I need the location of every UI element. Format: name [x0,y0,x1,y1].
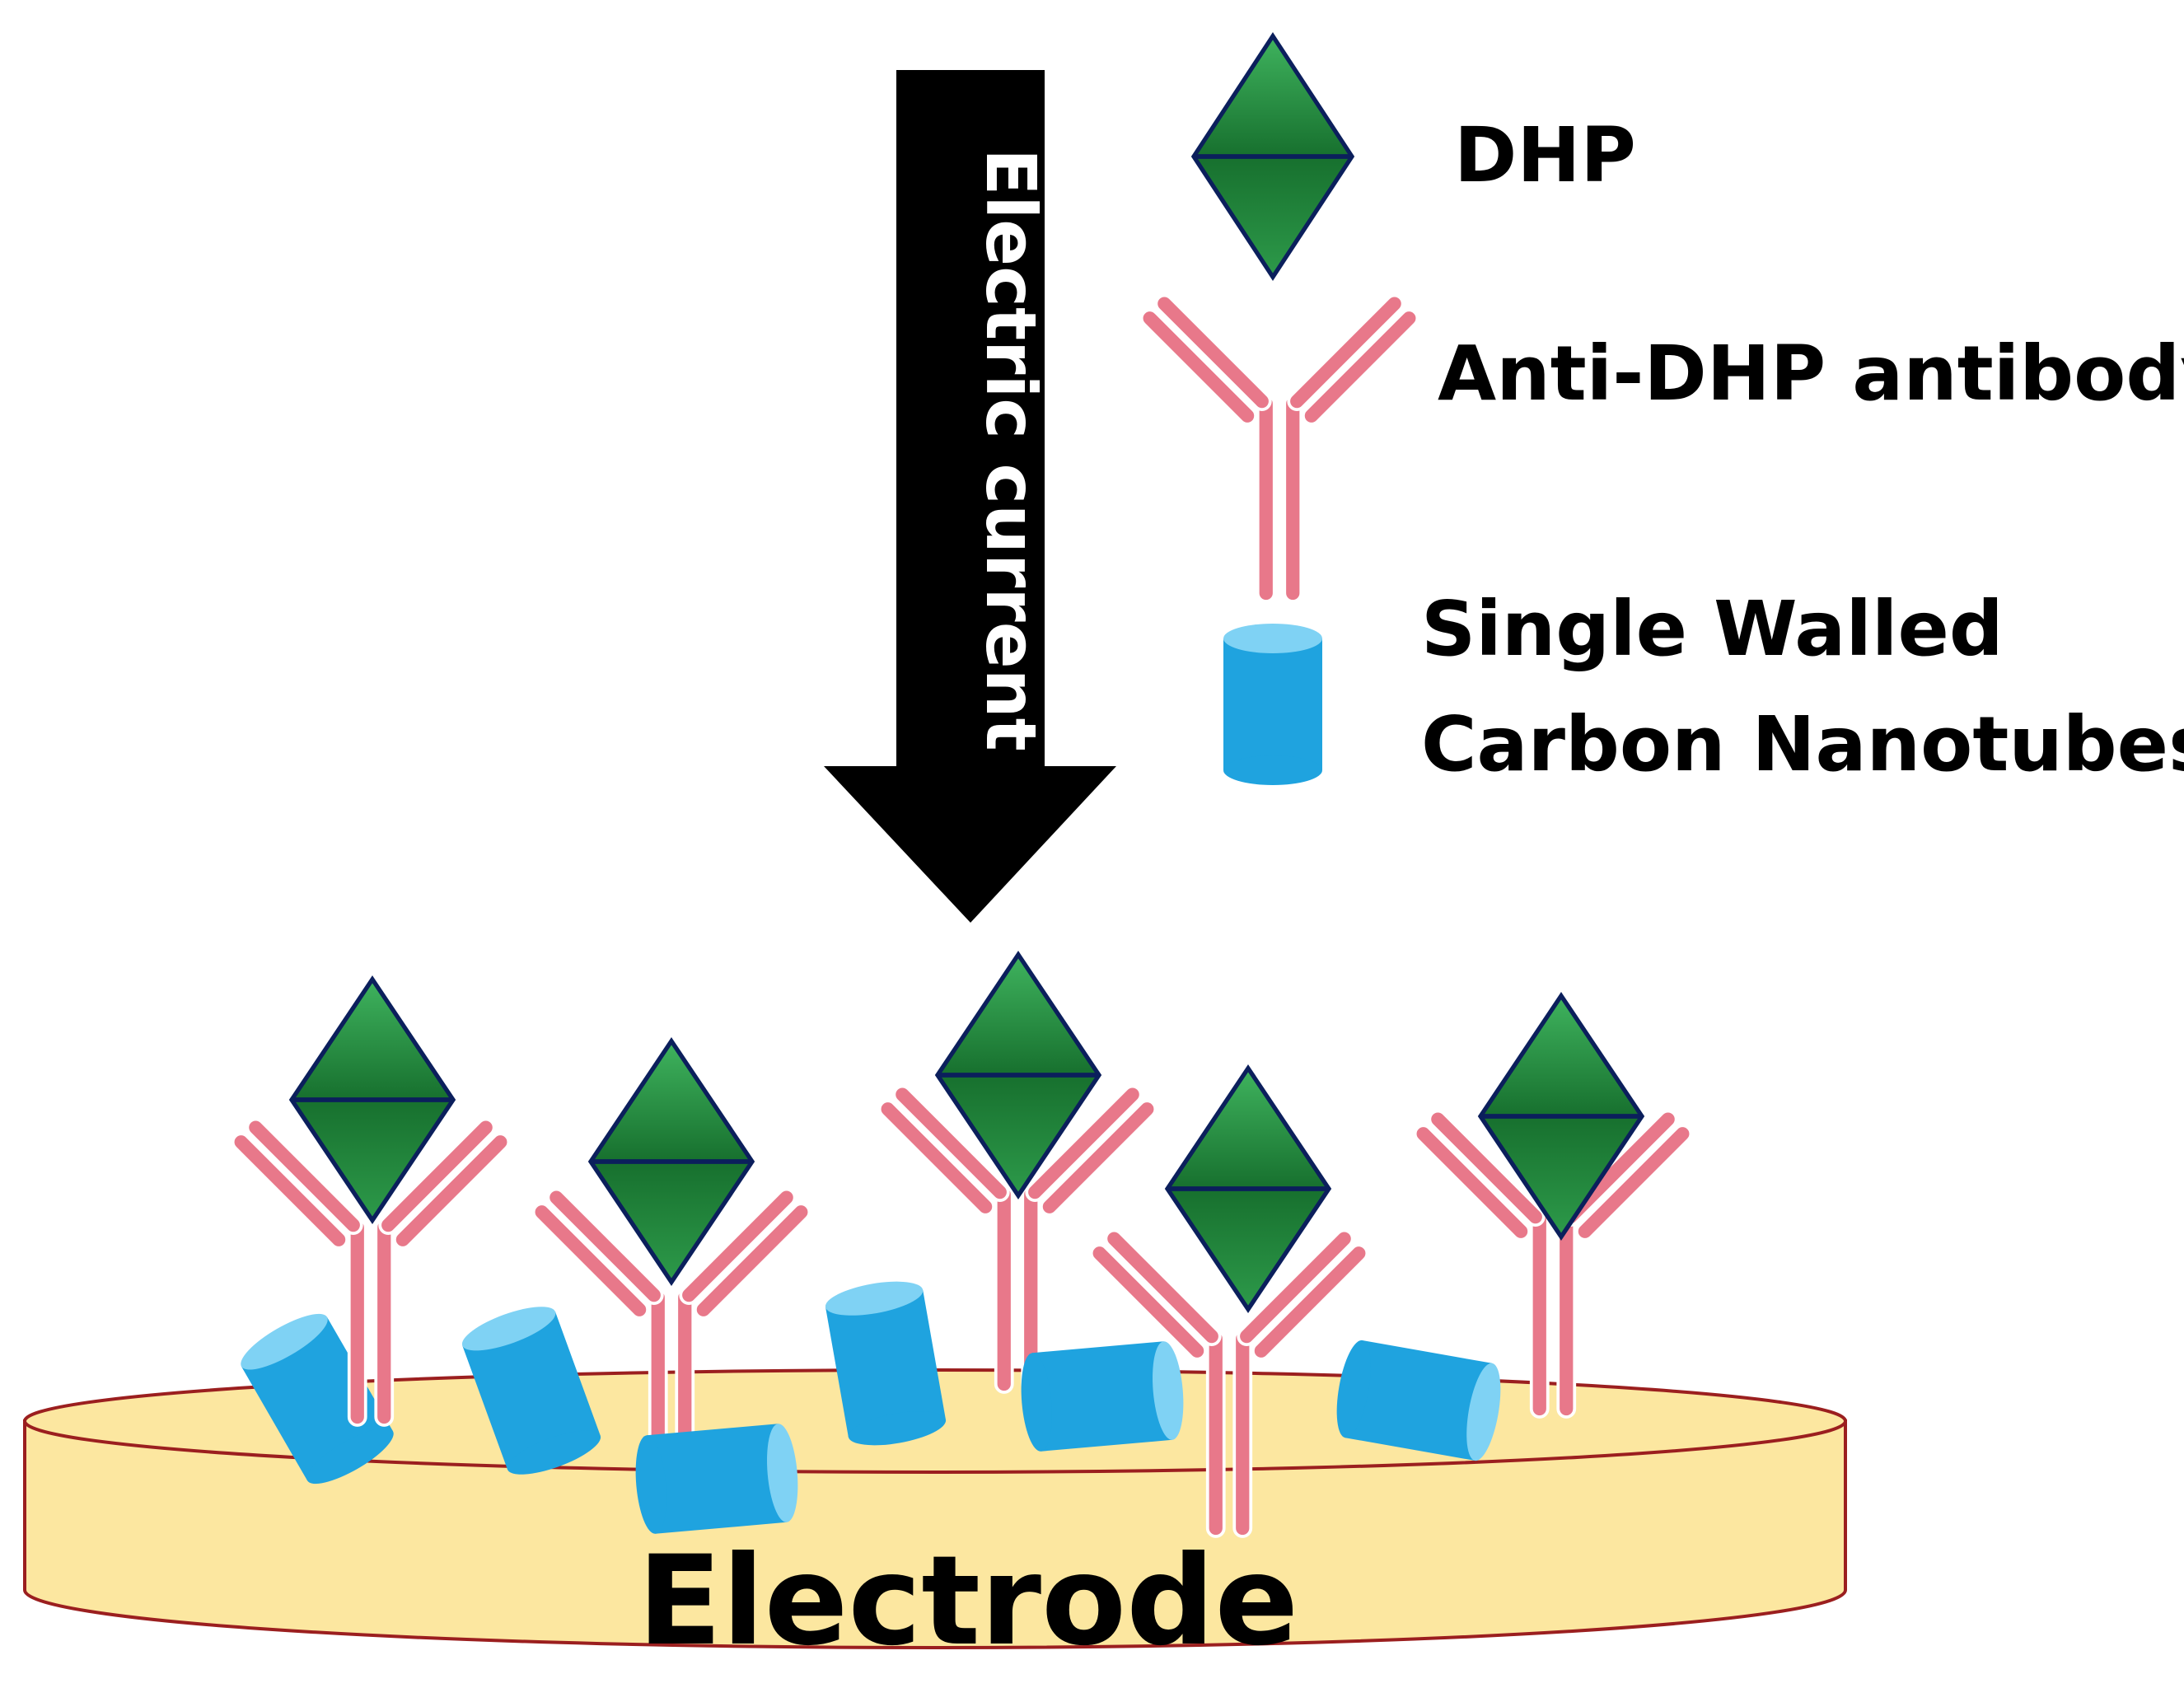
electric-current-arrow: Electric current [824,70,1116,923]
legend-item-antibody: Anti-DHP antibody [1136,290,2184,603]
legend-label-antibody: Anti-DHP antibody [1438,330,2184,418]
electrode-body [23,1419,1847,1649]
nanotube-icon [632,1422,802,1536]
legend-item-dhp: DHP [1194,36,1636,278]
legend-label-dhp: DHP [1454,111,1636,199]
nanotube-icon [1017,1340,1187,1453]
legend-label-nanotube-line1: Single Walled [1421,585,2004,673]
nanotube-icon [1223,624,1322,785]
legend-item-nanotube: Single Walled Carbon Nanotubes [1223,585,2184,788]
dhp-icon [1194,36,1352,278]
electrode-label: Electrode [638,1530,1298,1673]
antibody-icon [1136,290,1423,603]
legend: DHP Anti-DHP antibody Single Walled Carb… [1136,36,2184,788]
legend-label-nanotube-line2: Carbon Nanotubes [1421,700,2184,788]
electric-current-label: Electric current [970,148,1051,751]
down-arrow-icon [824,70,1116,923]
